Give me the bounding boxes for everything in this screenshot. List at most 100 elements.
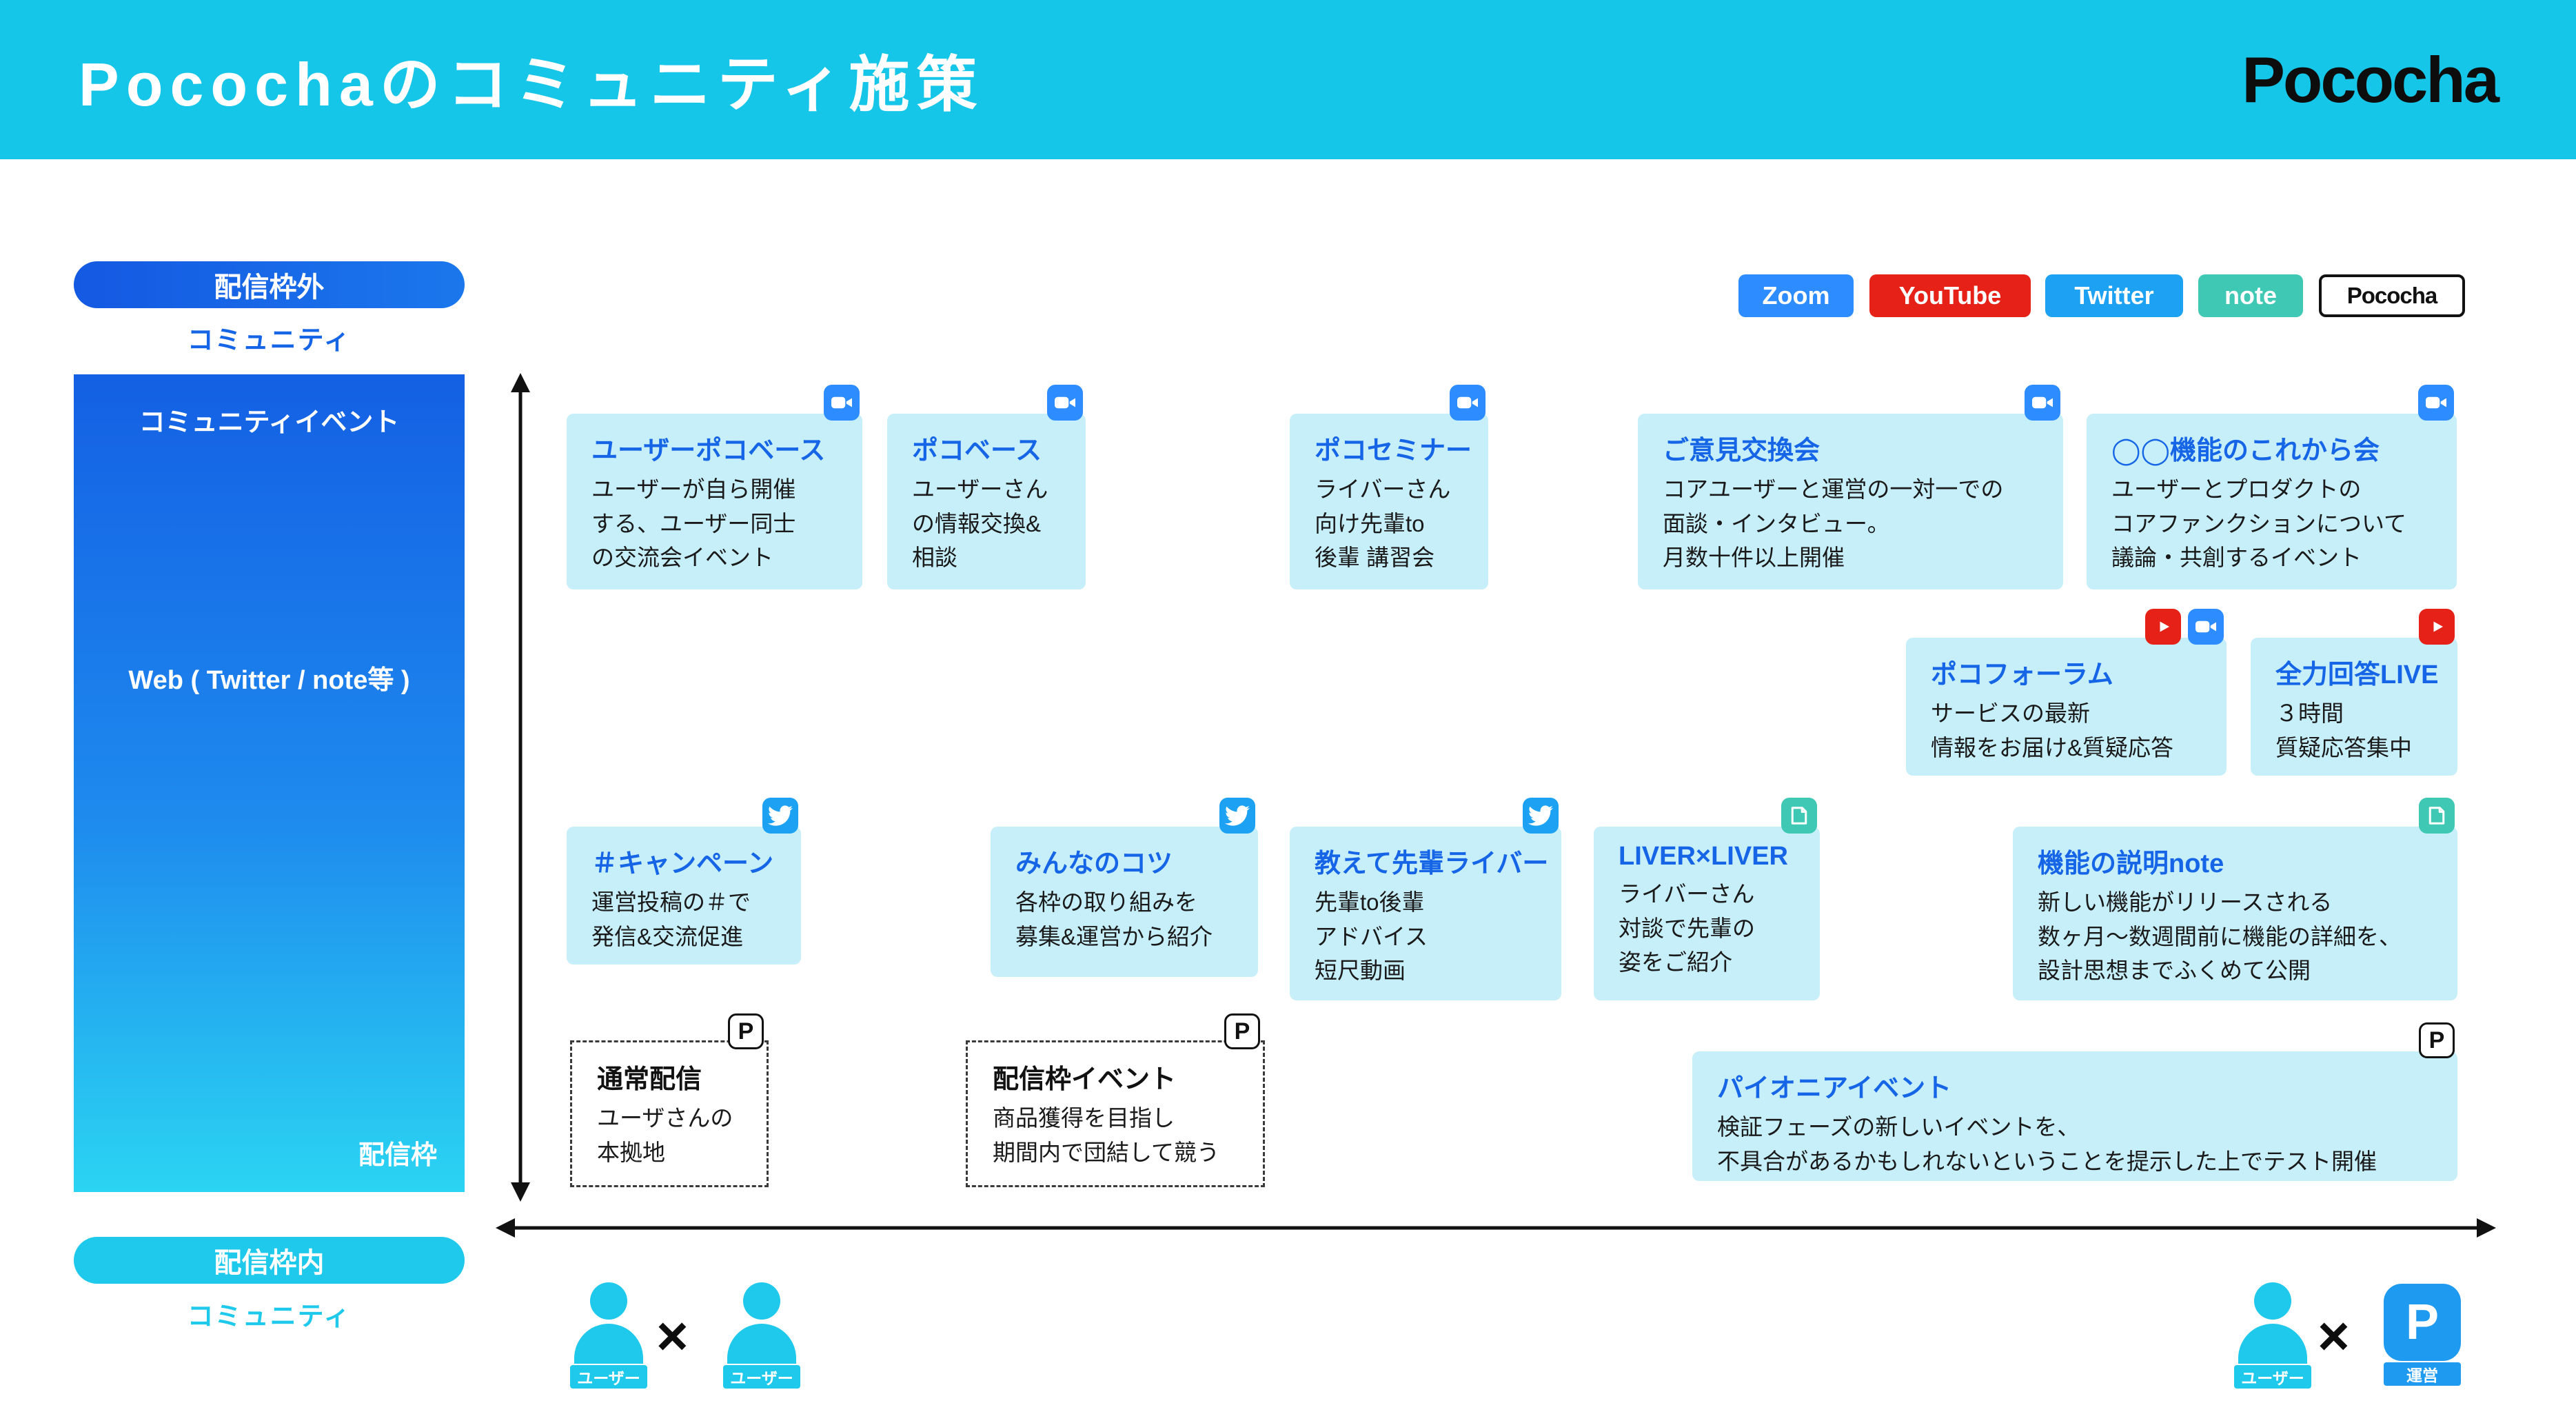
card-text-line: 先輩to後輩: [1315, 889, 1425, 915]
youtube-icon: [2419, 609, 2455, 645]
card-title: 機能の説明note: [2038, 849, 2224, 878]
card-text-line: 設計思想までふくめて公開: [2038, 958, 2311, 983]
card-text-line: アドバイス: [1315, 923, 1428, 949]
inside-frame-sub-label: コミュニティ: [187, 1302, 352, 1331]
card-text-line: 新しい機能がリリースされる: [2038, 889, 2333, 915]
card-pocobase: ポコベースユーザーさんの情報交換&相談: [887, 385, 1086, 589]
card-badges: [824, 385, 860, 421]
card-text-line: の情報交換&: [912, 510, 1042, 536]
card-text-line: 募集&運営から紹介: [1015, 923, 1213, 949]
operator-figure: P 運営: [2384, 1284, 2461, 1386]
panel-label-community-event: コミュニティイベント: [139, 408, 400, 437]
card-text-line: 情報をお届け&質疑応答: [1931, 734, 2174, 760]
zoom-icon: [2025, 385, 2060, 421]
card-title: ポコセミナー: [1315, 436, 1472, 465]
note-icon: [1781, 798, 1817, 834]
legend-chip-zoom[interactable]: Zoom: [1738, 274, 1854, 317]
user-figure: ユーザー: [723, 1282, 800, 1389]
card-text-line: 本拠地: [597, 1139, 665, 1165]
legend-chip-youtube[interactable]: YouTube: [1869, 274, 2031, 317]
operator-label: 運営: [2384, 1362, 2461, 1386]
twitter-icon: [1219, 798, 1255, 834]
legend-chip-twitter[interactable]: Twitter: [2045, 274, 2183, 317]
card-text-line: 相談: [912, 545, 957, 570]
card-badges: [1219, 798, 1255, 834]
card-text-line: 姿をご紹介: [1619, 949, 1732, 975]
card-title: 教えて先輩ライバー: [1315, 849, 1549, 878]
pococha-p-icon: P: [2384, 1284, 2461, 1361]
card-text-line: 商品獲得を目指し: [993, 1105, 1175, 1131]
card-text-line: ユーザーが自ら開催: [591, 476, 796, 502]
outside-frame-sub-label: コミュニティ: [187, 326, 352, 355]
card-title: ＃キャンペーン: [591, 849, 774, 878]
multiply-sign: ×: [656, 1305, 689, 1366]
card-korekara: ◯◯機能のこれから会ユーザーとプロダクトのコアファンクションについて議論・共創す…: [2087, 385, 2457, 589]
user-label: ユーザー: [570, 1365, 647, 1389]
user-figure: ユーザー: [570, 1282, 647, 1389]
card-text-line: 面談・インタビュー。: [1663, 510, 1890, 536]
card-text-line: 対談で先輩の: [1619, 915, 1755, 941]
multiply-sign: ×: [2318, 1305, 2350, 1366]
card-pocoforum: ポコフォーラムサービスの最新情報をお届け&質疑応答: [1906, 609, 2227, 776]
panel-label-haishinwaku: 配信枠: [358, 1141, 437, 1170]
card-text-line: 月数十件以上開催: [1663, 545, 1845, 570]
card-text-line: コアファンクションについて: [2111, 510, 2407, 536]
card-badges: [762, 798, 798, 834]
user-label: ユーザー: [2234, 1365, 2311, 1389]
card-text-line: 数ヶ月〜数週間前に機能の詳細を、: [2038, 923, 2402, 949]
zoom-icon: [2188, 609, 2224, 645]
user-torso-icon: [2238, 1324, 2307, 1364]
card-zenryoku: 全力回答LIVE ３時間質疑応答集中: [2251, 609, 2457, 776]
panel-label-web: Web ( Twitter / note等 ): [128, 666, 410, 695]
card-badges: [2025, 385, 2060, 421]
card-text-line: ユーザさんの: [597, 1105, 733, 1131]
card-text-line: ３時間: [2275, 700, 2344, 726]
inside-frame-pill: 配信枠内: [74, 1237, 465, 1284]
card-text-line: ユーザーとプロダクトの: [2111, 476, 2362, 502]
legend-chip-note[interactable]: note: [2198, 274, 2303, 317]
user-torso-icon: [727, 1324, 796, 1364]
card-title: ご意見交換会: [1663, 436, 1821, 465]
card-text-line: ライバーさん: [1315, 476, 1451, 502]
card-badges: [2419, 609, 2455, 645]
user-figure: ユーザー: [2234, 1282, 2311, 1389]
note-icon: [2419, 798, 2455, 834]
card-text-line: 短尺動画: [1315, 958, 1406, 983]
horizontal-axis-arrow: [496, 1218, 2496, 1238]
card-goiken: ご意見交換会コアユーザーと運営の一対一での面談・インタビュー。月数十件以上開催: [1638, 385, 2063, 589]
card-title: ポコベース: [912, 436, 1042, 465]
card-title: 通常配信: [597, 1065, 702, 1094]
user-torso-icon: [574, 1324, 643, 1364]
pococha-icon: P: [1224, 1013, 1260, 1049]
card-text-line: 運営投稿の＃で: [591, 889, 751, 915]
header-bar: Pocochaのコミュニティ施策 Pococha: [0, 0, 2576, 159]
pococha-icon: P: [2419, 1022, 2455, 1058]
vertical-axis-arrow: [511, 373, 530, 1202]
card-title: ポコフォーラム: [1931, 660, 2113, 689]
card-text-line: 質疑応答集中: [2275, 734, 2412, 760]
card-title: 全力回答LIVE: [2275, 660, 2439, 689]
card-userpocobase: ユーザーポコベースユーザーが自ら開催する、ユーザー同士の交流会イベント: [567, 385, 862, 589]
card-text-line: コアユーザーと運営の一対一での: [1663, 476, 2004, 502]
card-text-line: 検証フェーズの新しいイベントを、: [1717, 1114, 2080, 1140]
card-badges: [1047, 385, 1083, 421]
card-text-line: 各枠の取り組みを: [1015, 889, 1197, 915]
card-badges: [2419, 798, 2455, 834]
legend-chip-pococha[interactable]: Pococha: [2319, 274, 2465, 317]
card-minnanokotsu: みんなのコツ各枠の取り組みを募集&運営から紹介: [991, 798, 1258, 977]
card-text-line: 議論・共創するイベント: [2111, 545, 2362, 570]
card-badges: P: [1224, 1013, 1260, 1049]
card-text-line: 期間内で団結して競う: [993, 1139, 1220, 1165]
pococha-logo: Pococha: [2242, 43, 2499, 116]
card-badges: [1450, 385, 1485, 421]
zoom-icon: [1450, 385, 1485, 421]
card-hashtag: ＃キャンペーン運営投稿の＃で発信&交流促進: [567, 798, 801, 965]
user-label: ユーザー: [723, 1365, 800, 1389]
card-badges: [1523, 798, 1559, 834]
card-badges: [2418, 385, 2454, 421]
